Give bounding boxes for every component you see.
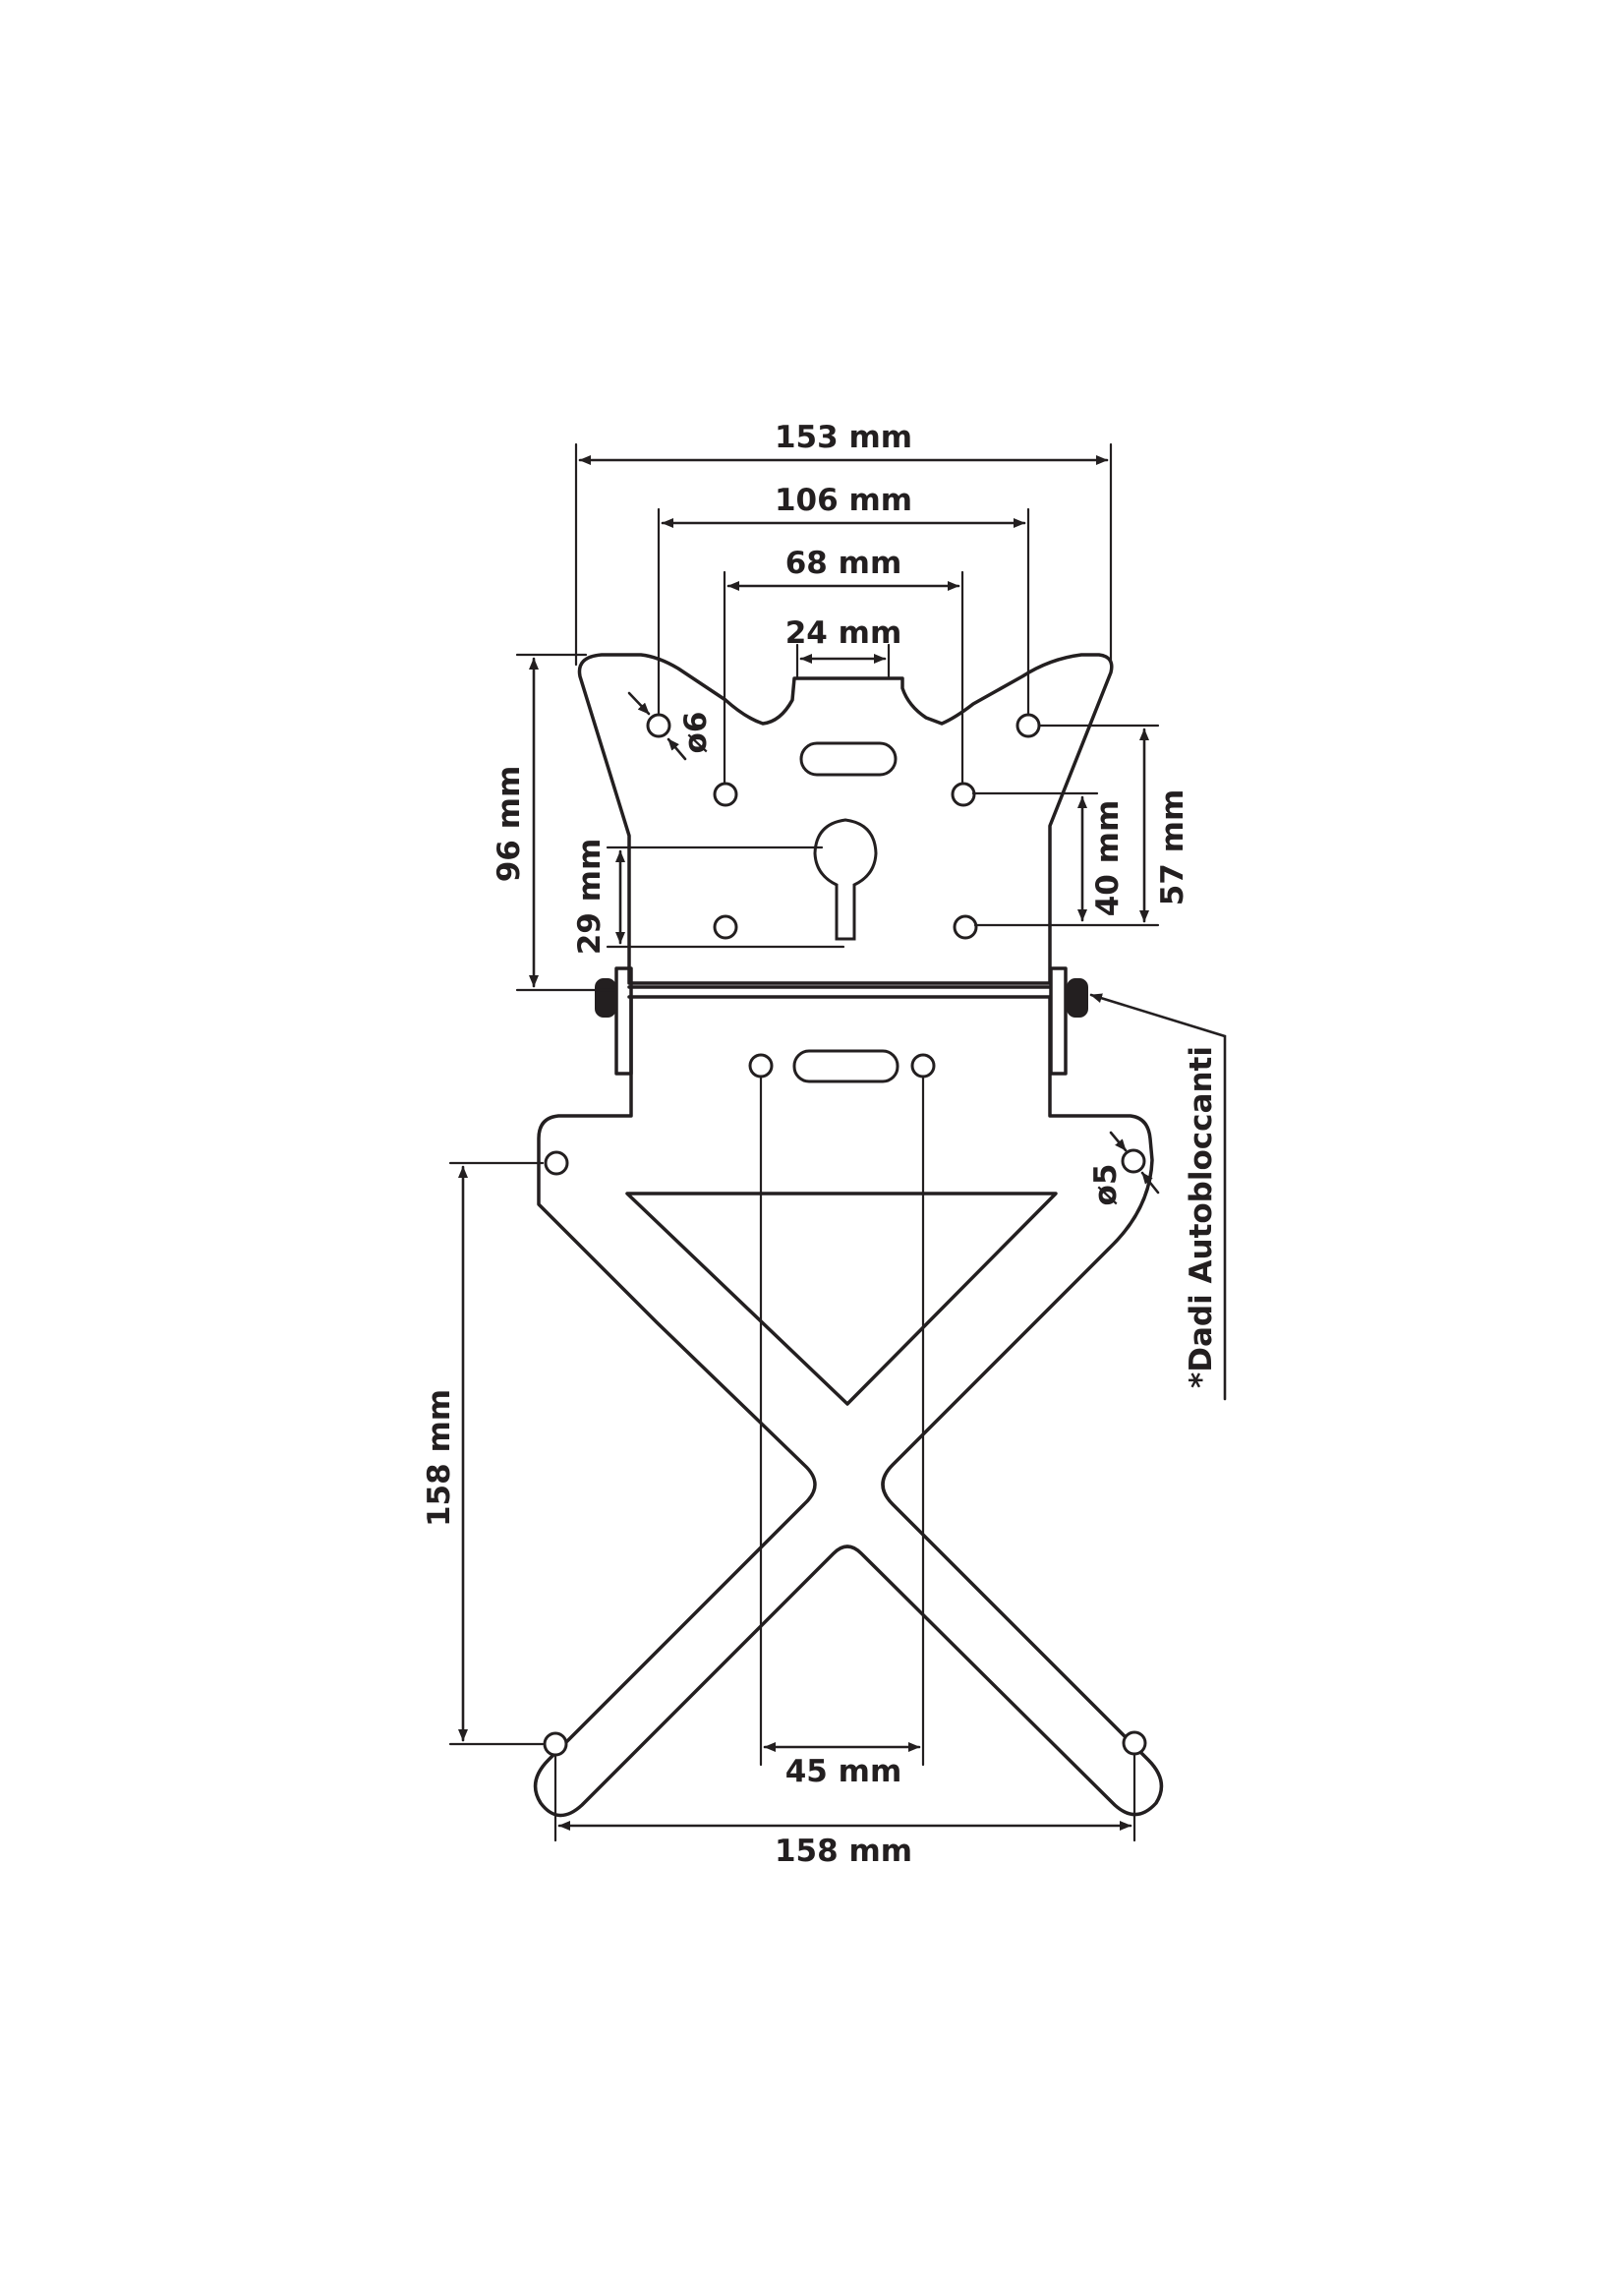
dimensions: 153 mm 106 mm 68 mm 24 mm 96 mm 29 mm 40… [422, 420, 1227, 1869]
hole-d5 [1121, 1148, 1146, 1174]
lower-x-plate [533, 995, 1164, 1818]
hole-x-bottom-left [543, 1731, 568, 1757]
hinge-block-right [1049, 966, 1068, 1076]
hole-top-right [1015, 713, 1041, 738]
d6-arrow-lower [667, 737, 687, 761]
hole-lower-right [953, 914, 978, 940]
label-68mm: 68 mm [785, 546, 902, 581]
hinge [595, 966, 1088, 1076]
label-158mm-horizontal: 158 mm [775, 1834, 912, 1869]
label-96mm: 96 mm [492, 766, 527, 883]
label-40mm: 40 mm [1090, 800, 1126, 917]
triangle-cutout [625, 1192, 1058, 1406]
label-158mm-vertical: 158 mm [422, 1389, 457, 1527]
hole-45-right [910, 1053, 936, 1079]
d5-arrow-lower [1140, 1171, 1160, 1195]
lower-plate-outline [533, 995, 1164, 1818]
label-153mm: 153 mm [775, 420, 912, 455]
hole-68-left [713, 782, 738, 807]
keyhole-slot [813, 818, 878, 941]
hole-lower-left [713, 914, 738, 940]
nut-left [595, 978, 616, 1018]
hole-x-bottom-right [1122, 1730, 1147, 1756]
label-57mm: 57 mm [1155, 789, 1190, 906]
upper-plate-silhouette [577, 653, 1114, 985]
hole-x-top-left [544, 1150, 569, 1176]
hole-d6 [646, 713, 671, 738]
label-d5: ø5 [1088, 1164, 1124, 1206]
upper-slot [799, 741, 898, 777]
d6-arrow-upper [627, 691, 651, 716]
hole-68-right [951, 782, 976, 807]
label-29mm: 29 mm [572, 839, 608, 956]
label-24mm: 24 mm [785, 615, 902, 651]
hole-45-left [748, 1053, 774, 1079]
label-45mm: 45 mm [785, 1754, 902, 1789]
d5-arrow-upper [1109, 1131, 1128, 1152]
nut-right [1067, 978, 1088, 1018]
nuts-leader-line [1089, 993, 1227, 1401]
label-106mm: 106 mm [775, 483, 912, 518]
upper-plate [577, 653, 1114, 985]
label-d6: ø6 [678, 712, 714, 754]
lower-slot [792, 1049, 899, 1083]
label-nuts-note: *Dadi Autobloccanti [1184, 1046, 1219, 1388]
